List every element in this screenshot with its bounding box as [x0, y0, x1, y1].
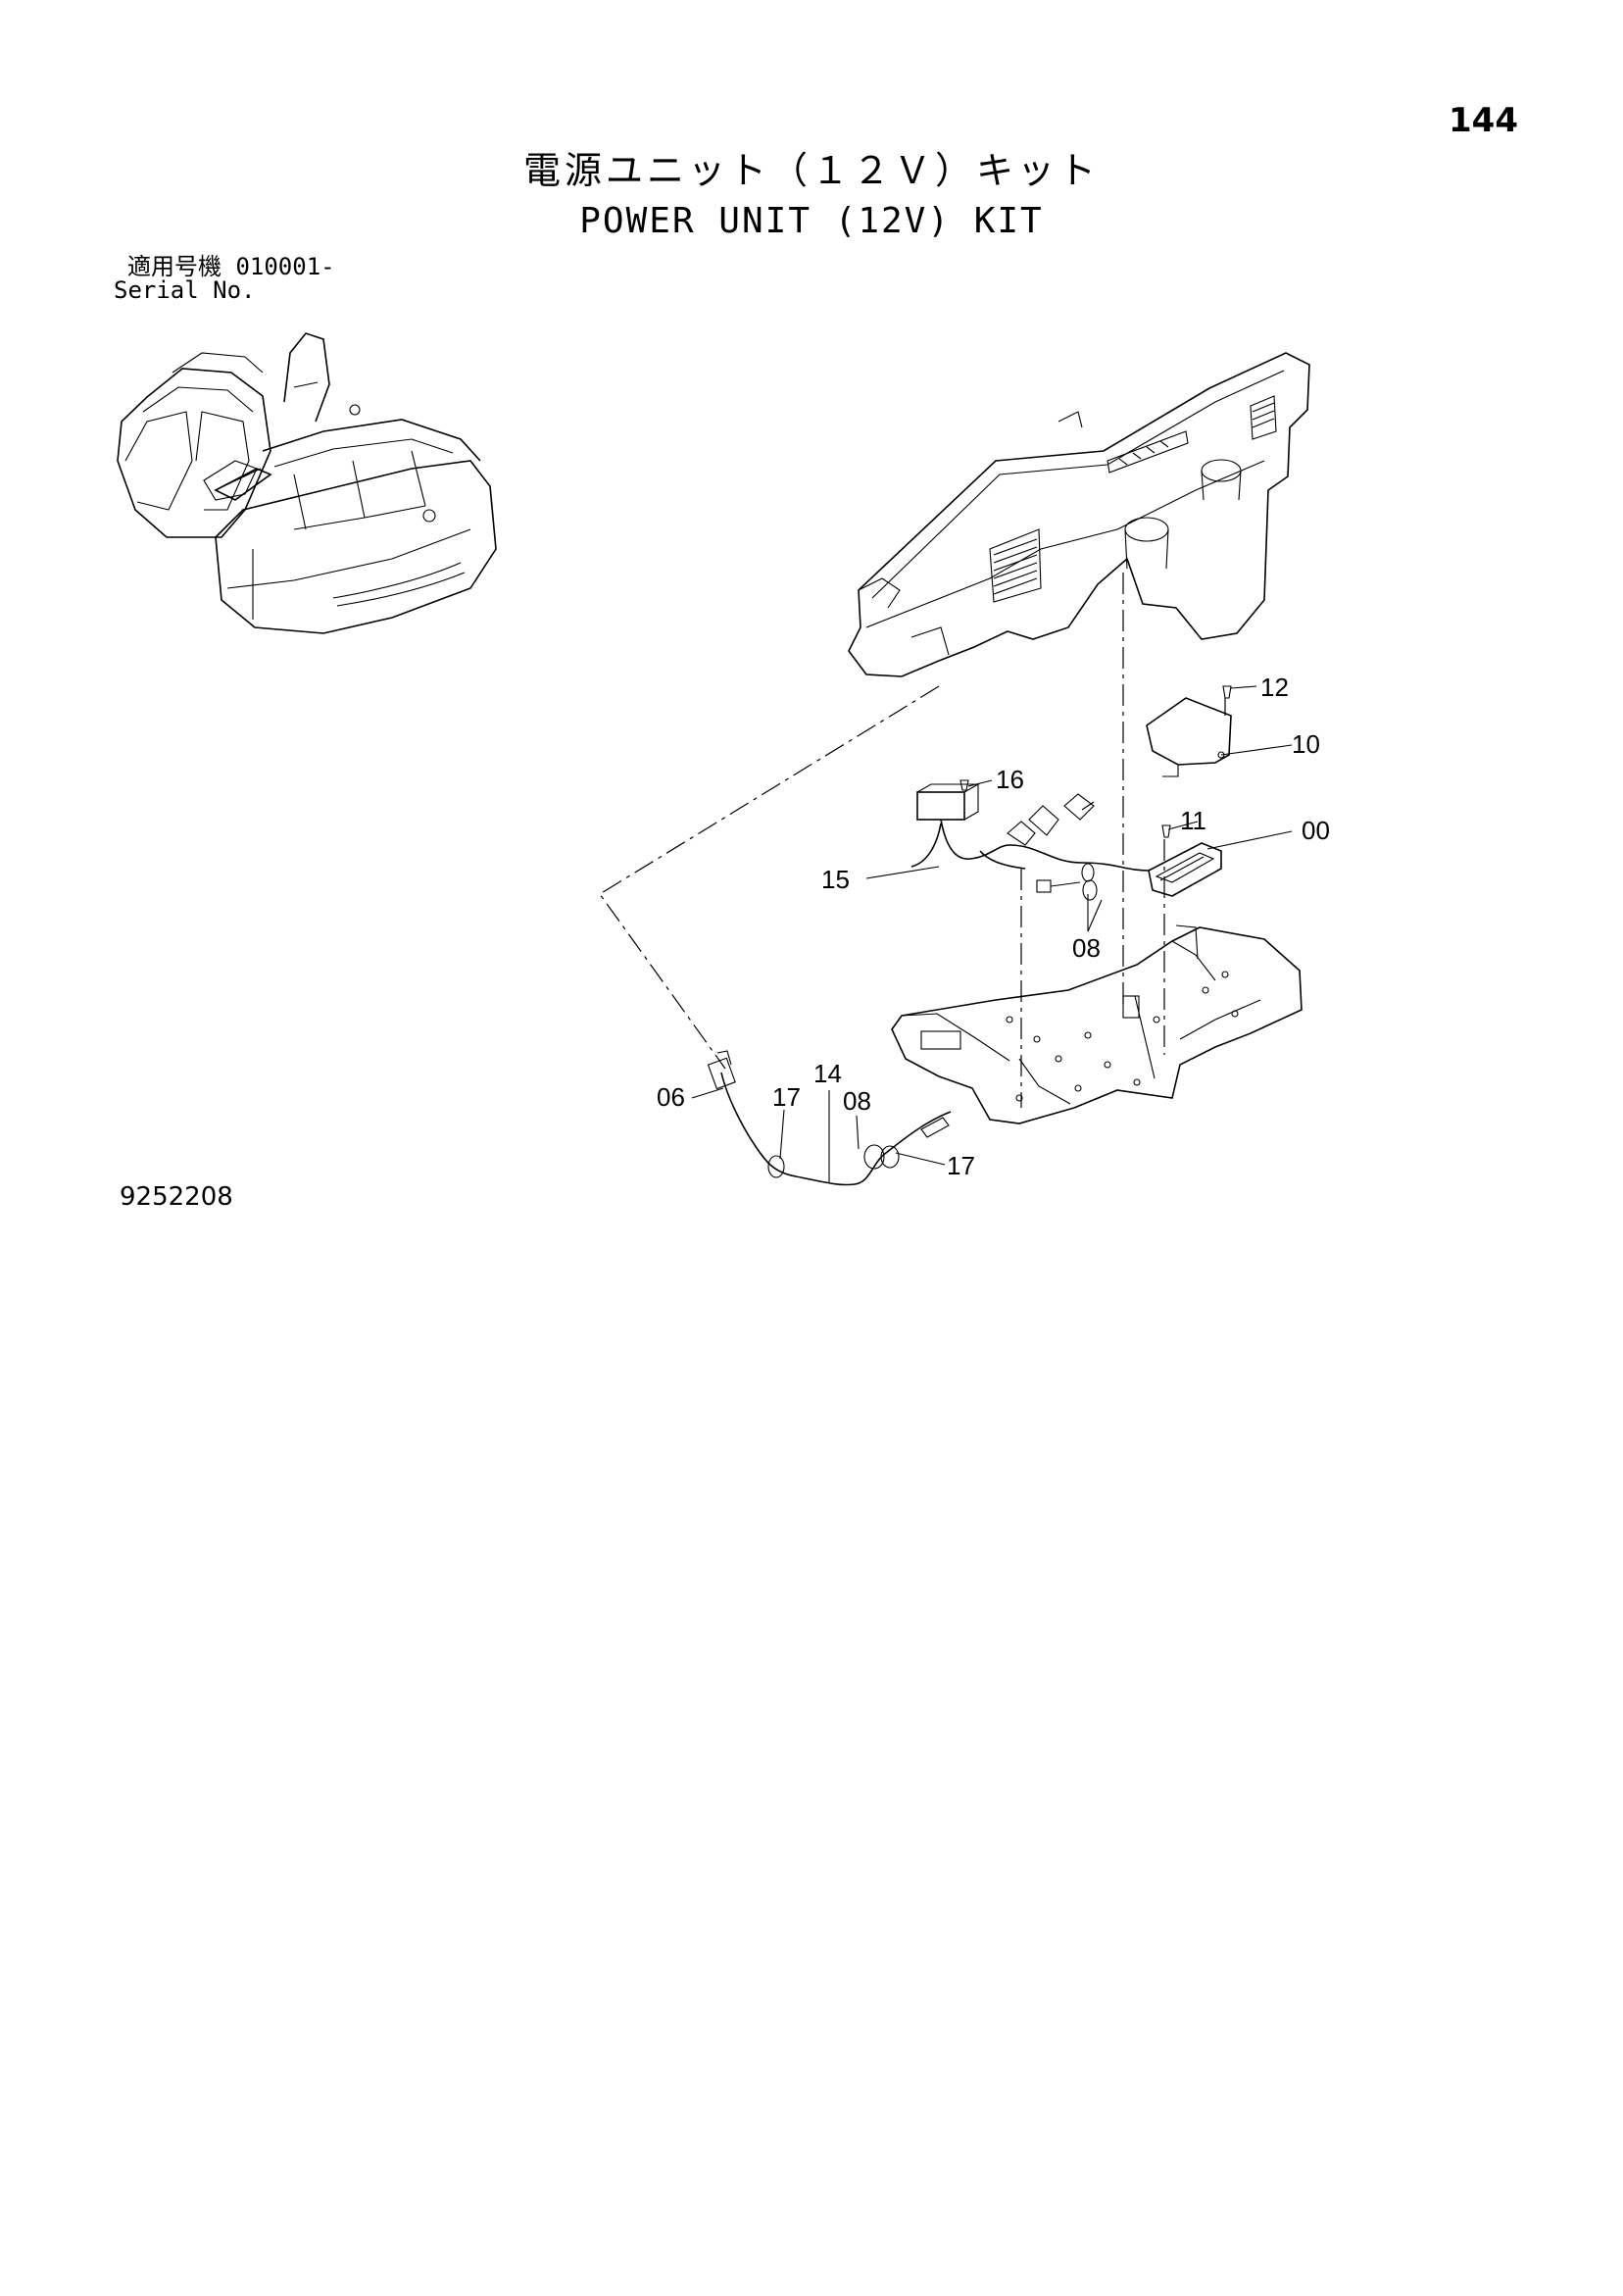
cover-panel-assembly [848, 352, 1310, 677]
floor-plate [891, 924, 1303, 1124]
callout-labels: 12 10 16 11 00 15 08 06 17 14 08 17 [657, 673, 1330, 1180]
power-unit [1148, 842, 1222, 897]
cover-plate [1146, 697, 1232, 777]
serial-label-english: Serial No. [114, 276, 256, 304]
callout-08-upper: 08 [1072, 933, 1101, 963]
callout-17-right: 17 [947, 1151, 975, 1180]
callout-17-left: 17 [772, 1082, 801, 1112]
callout-14: 14 [813, 1059, 842, 1088]
leader-lines [691, 685, 1293, 1182]
serial-label-japanese: 適用号機 010001- [127, 255, 335, 278]
callout-16: 16 [996, 765, 1024, 794]
serial-label-ja-text: 適用号機 [127, 253, 221, 280]
serial-number-value: 010001- [235, 253, 335, 280]
callout-06: 06 [657, 1082, 685, 1112]
callout-15: 15 [821, 865, 850, 894]
page-title-japanese: 電源ユニット（１２Ｖ）キット [522, 149, 1100, 192]
reference-lines [599, 573, 1226, 1108]
page-title-english: POWER UNIT (12V) KIT [579, 201, 1044, 241]
callout-00: 00 [1302, 816, 1330, 845]
callout-10: 10 [1292, 729, 1320, 759]
lower-harness [707, 1050, 952, 1186]
vent-grille-left [989, 528, 1042, 603]
vent-grille-right [1250, 395, 1277, 440]
wire-harness [910, 685, 1232, 901]
excavator-locator-view [117, 332, 497, 634]
page-number: 144 [1449, 101, 1518, 140]
callout-12: 12 [1260, 673, 1289, 702]
callout-08-lower: 08 [843, 1086, 871, 1116]
callout-11: 11 [1180, 806, 1206, 835]
drawing-number: 9252208 [120, 1182, 233, 1212]
